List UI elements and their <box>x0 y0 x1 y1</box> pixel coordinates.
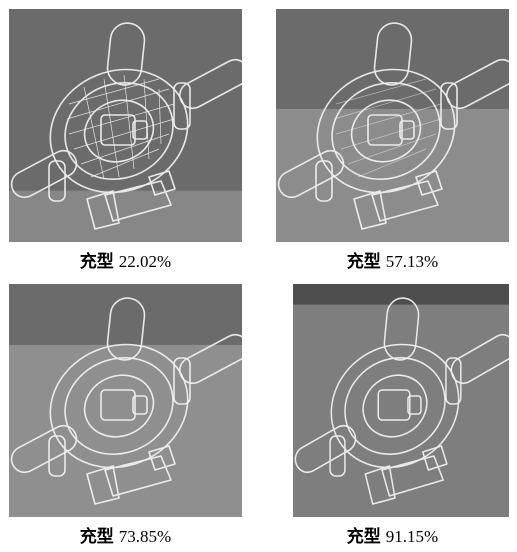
figure-panel-3 <box>9 284 242 517</box>
caption-fill-value-3: 73.85% <box>118 527 172 546</box>
caption-fill-value-4: 91.15% <box>385 527 439 546</box>
caption-fill-value-1: 22.02% <box>118 252 172 271</box>
caption-stage-label-4: 充型 <box>346 527 381 547</box>
caption-stage-label-3: 充型 <box>79 527 114 547</box>
caption-stage-label-2: 充型 <box>346 252 381 272</box>
casting-render-4 <box>293 284 509 517</box>
figure-panel-4 <box>293 284 509 517</box>
caption-fill-value-2: 57.13% <box>385 252 439 271</box>
figure-panel-1 <box>9 9 242 242</box>
casting-render-2 <box>276 9 509 242</box>
casting-render-3 <box>9 284 242 517</box>
caption-stage-label-1: 充型 <box>79 252 114 272</box>
casting-render-1 <box>9 9 242 242</box>
figure-panel-2 <box>276 9 509 242</box>
